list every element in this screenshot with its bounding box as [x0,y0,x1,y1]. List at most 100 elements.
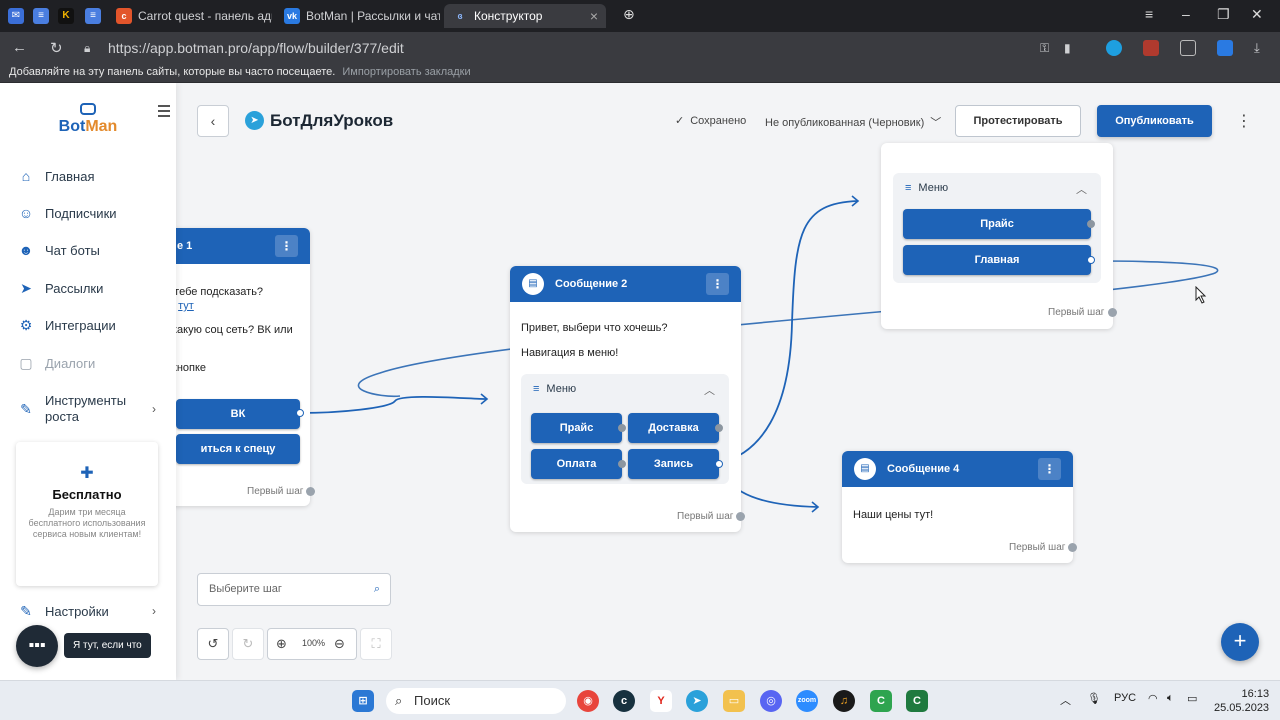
url-field[interactable]: https://app.botman.pro/app/flow/builder/… [108,40,404,56]
publish-button[interactable]: Опубликовать [1097,105,1212,137]
card2-first-step[interactable]: Первый шаг [677,511,734,522]
shazam-ext-icon[interactable] [1106,40,1122,56]
ext-docs-icon[interactable] [1217,40,1233,56]
tab-botman[interactable]: vk BotMan | Рассылки и чат- [276,4,440,28]
card2-first-step-dot[interactable] [736,512,745,521]
sidebar-item-integrations[interactable]: ⚙Интеграции [19,317,116,333]
close-tab-icon[interactable]: × [589,8,598,24]
chrome-icon[interactable]: ◉ [577,690,599,712]
sidebar-item-home[interactable]: ⌂Главная [18,164,168,188]
ext-red-icon[interactable] [1143,40,1159,56]
sidebar-item-chatbots[interactable]: ☻Чат боты [18,242,100,258]
card1-link[interactable]: тут [178,300,194,312]
message-card-4[interactable]: ▤ Сообщение 4 ⋮ Наши цены тут! Первый ша… [842,451,1073,563]
key-icon[interactable]: ⚿ [1040,41,1050,55]
card4-more-icon[interactable]: ⋮ [1038,458,1061,480]
new-tab-icon[interactable]: ⊕ [623,6,635,22]
tab-carrot[interactable]: c Carrot quest - панель адм [108,4,272,28]
reload-icon[interactable]: ↻ [50,40,63,57]
zoom-in-icon[interactable]: ⊕ [276,636,287,651]
maximize-icon[interactable]: ❐ [1217,6,1230,22]
camtasia-icon[interactable]: C [870,690,892,712]
headphones-icon[interactable]: ♫ [833,690,855,712]
test-button[interactable]: Протестировать [955,105,1081,137]
sidebar-item-dialogs[interactable]: ▢Диалоги [19,355,96,371]
card2-button-payment[interactable]: Оплата [531,449,622,479]
camtasia2-icon[interactable]: C [906,690,928,712]
add-step-button[interactable]: + [1221,623,1259,661]
support-chat-button[interactable]: ▪▪▪ [16,625,58,667]
mail-tab-icon[interactable]: ✉ [8,8,24,24]
connector-zapis-to-menu [719,200,859,464]
windows-start-icon[interactable]: ⊞ [352,690,374,712]
volume-icon[interactable]: 🔈︎ [1167,692,1174,704]
collapse-chevron-icon[interactable]: ︿ [704,385,715,397]
card2-more-icon[interactable]: ⋮ [706,273,729,295]
card2-port-price[interactable] [618,424,626,432]
card3-first-step[interactable]: Первый шаг [1048,307,1105,318]
card1-first-step-dot[interactable] [306,487,315,496]
card2-port-zapis[interactable] [715,460,723,468]
system-clock[interactable]: 16:13 25.05.2023 [1214,688,1270,714]
app-c-icon[interactable]: c [613,690,635,712]
card3-button-price[interactable]: Прайс [903,209,1091,239]
card2-button-zapis[interactable]: Запись [628,449,719,479]
telegram-taskbar-icon[interactable]: ➤ [686,690,708,712]
tab-constructor[interactable]: ɞ Конструктор × [444,4,606,28]
file-explorer-icon[interactable]: ▭ [723,690,745,712]
card2-button-price[interactable]: Прайс [531,413,622,443]
collections-icon[interactable] [1180,40,1196,56]
collapse-chevron-icon[interactable]: ︿ [1076,184,1087,196]
sidebar-item-broadcasts[interactable]: ➤Рассылки [18,276,168,300]
botman-logo[interactable]: BotMan [58,103,118,136]
sidebar-item-settings[interactable]: ✎Настройки › [18,599,168,623]
card2-button-delivery[interactable]: Доставка [628,413,719,443]
card3-button-main[interactable]: Главная [903,245,1091,275]
message-card-2[interactable]: ▤ Сообщение 2 ⋮ Привет, выбери что хочеш… [510,266,741,532]
keyboard-language[interactable]: РУС [1114,692,1137,704]
taskbar-search[interactable]: ⌕ Поиск [386,688,566,714]
fit-view-button[interactable]: ⛶ [360,628,392,660]
promo-card[interactable]: ✚ Бесплатно Дарим три месяца бесплатного… [16,442,158,586]
wifi-icon[interactable]: ◠ [1148,693,1158,705]
docs-tab-icon[interactable]: ≡ [33,8,49,24]
more-options-icon[interactable]: ⋮ [1236,113,1252,130]
sidebar: BotMan ⌂Главная ☺Подписчики ☻Чат боты ➤Р… [0,83,176,680]
download-icon[interactable]: ⤓ [1254,40,1260,55]
zoom-out-icon[interactable]: ⊖ [334,636,345,651]
import-bookmarks-link[interactable]: Импортировать закладки [342,66,471,78]
publish-status-dropdown[interactable]: Не опубликованная (Черновик)﹀ [765,117,942,129]
discord-icon[interactable]: ◎ [760,690,782,712]
card1-first-step[interactable]: Первый шаг [247,486,304,497]
card1-more-icon[interactable]: ⋮ [275,235,298,257]
menu-icon[interactable]: ≡ [1145,6,1154,22]
tray-chevron-icon[interactable]: ︿ [1060,695,1071,707]
bookmark-icon[interactable]: ▮ [1064,41,1071,55]
k-tab-icon[interactable]: K [58,8,74,24]
yandex-browser-icon[interactable]: Y [650,690,672,712]
undo-button[interactable]: ↺ [197,628,229,660]
card4-first-step-dot[interactable] [1068,543,1077,552]
card2-port-payment[interactable] [618,460,626,468]
card3-first-step-dot[interactable] [1108,308,1117,317]
card4-first-step[interactable]: Первый шаг [1009,542,1066,553]
sidebar-item-subscribers[interactable]: ☺Подписчики [18,205,117,221]
card3-port-main[interactable] [1087,256,1095,264]
step-search-input[interactable]: Выберите шаг ⌕ [197,573,391,606]
zoom-app-icon[interactable]: zoom [796,690,818,712]
card1-port-vk[interactable] [296,409,304,417]
back-button[interactable]: ‹ [197,105,229,137]
collapse-sidebar-icon[interactable] [158,105,170,120]
sidebar-item-growth-tools[interactable]: ✎Инструменты роста › [18,392,168,426]
card3-port-price[interactable] [1087,220,1095,228]
docs2-tab-icon[interactable]: ≡ [85,8,101,24]
microphone-icon[interactable]: 🎙︎ [1087,693,1101,705]
card1-button-spec[interactable]: иться к спецу [176,434,300,464]
card2-port-delivery[interactable] [715,424,723,432]
battery-icon[interactable]: ▭ [1187,693,1198,705]
card1-button-vk[interactable]: ВК [176,399,300,429]
back-arrow-icon[interactable]: ← [12,39,27,56]
redo-button[interactable]: ↻ [232,628,264,660]
minimize-icon[interactable]: – [1182,6,1190,22]
close-window-icon[interactable]: ✕ [1251,6,1263,22]
